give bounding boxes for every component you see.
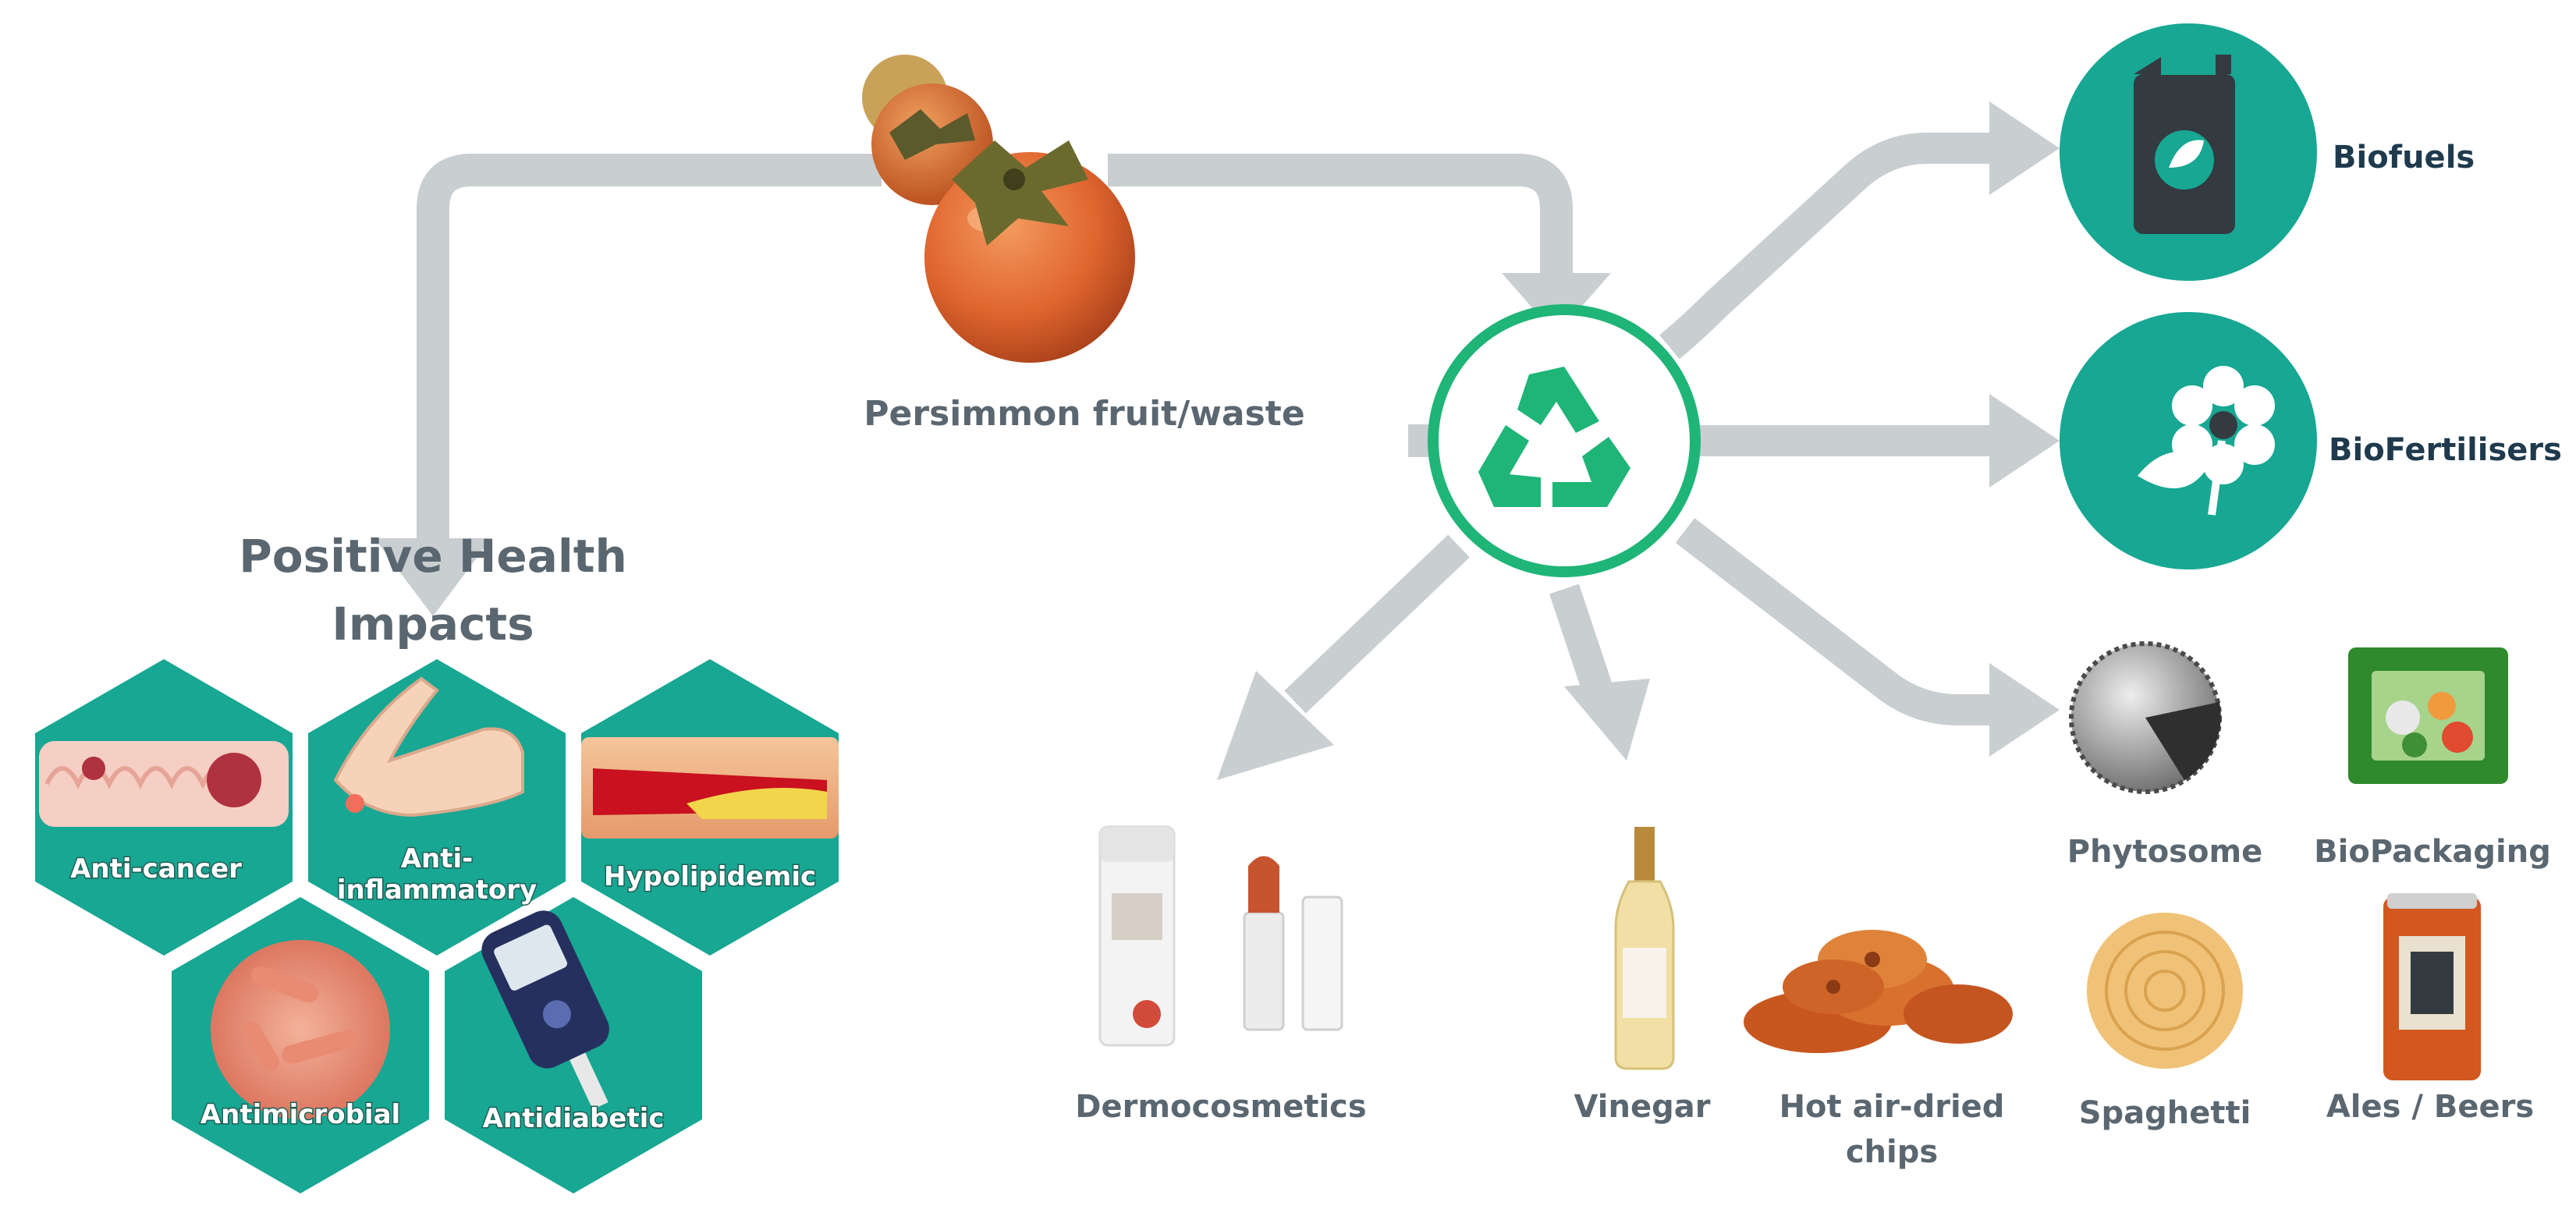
biofertilisers-label: BioFertilisers (2329, 432, 2562, 468)
health-hexagons: Anti-cancer Anti- inflammatory Hypolipid… (35, 659, 839, 1193)
flower-icon (2138, 366, 2275, 516)
arrow-to-dermocosmetics (1284, 534, 1470, 714)
fuel-can-icon (2134, 53, 2235, 234)
dermocosmetics-image (1098, 825, 1343, 1047)
hex-hypolipidemic-label: Hypolipidemic (604, 861, 816, 892)
hex-anticancer: Anti-cancer (35, 659, 293, 956)
arrowhead-phytosome (1989, 663, 2060, 757)
arrowhead-biofertilisers (1989, 394, 2060, 488)
chips-label-line2: chips (1846, 1134, 1938, 1170)
arrowhead-biofuels (1989, 101, 2060, 195)
hex-antidiabetic: Antidiabetic (445, 897, 702, 1193)
hex-anticancer-label: Anti-cancer (70, 853, 242, 885)
arrow-to-phytosome (1675, 518, 1997, 725)
vinegar-image (1614, 827, 1675, 1070)
biopackaging-label: BioPackaging (2314, 834, 2551, 870)
biofuels-label: Biofuels (2333, 140, 2475, 176)
arrow-to-health (417, 154, 882, 546)
vinegar-label: Vinegar (1574, 1089, 1711, 1125)
phytosome-label: Phytosome (2067, 834, 2263, 870)
spaghetti-image (2087, 913, 2243, 1069)
glucose-meter-icon (481, 910, 609, 1110)
biofertilisers-node: BioFertilisers (2060, 312, 2562, 569)
arrow-to-biofuels (1659, 133, 1997, 360)
arrowhead-health (374, 538, 491, 616)
hex-antiinflammatory-label-line1: Anti- (401, 843, 474, 874)
flow-arrows (417, 133, 1997, 725)
arrow-to-recycle (1108, 154, 1573, 277)
health-title-line1: Positive Health (239, 530, 627, 583)
arrowhead-vinegar (1564, 679, 1650, 761)
arrow-to-vinegar (1549, 583, 1614, 700)
recycle-icon (1478, 367, 1630, 507)
hex-antiinflammatory-label-line2: inflammatory (337, 874, 537, 906)
hex-antiinflammatory: Anti- inflammatory (308, 659, 566, 956)
phytosome-image (2069, 641, 2222, 794)
hex-antimicrobial-label: Antimicrobial (200, 1099, 400, 1130)
hex-antidiabetic-label: Antidiabetic (483, 1103, 665, 1134)
persimmon-fruit-image (862, 55, 1135, 363)
source-label: Persimmon fruit/waste (864, 394, 1304, 434)
chips-label-line1: Hot air-dried (1779, 1089, 2005, 1125)
biofuels-node: Biofuels (2060, 23, 2475, 281)
beer-can-image (2383, 893, 2481, 1080)
chips-image (1744, 930, 2013, 1053)
arrowhead-dermocosmetics (1217, 671, 1334, 780)
arrow-heads (374, 101, 2060, 780)
hex-hypolipidemic: Hypolipidemic (581, 659, 839, 956)
biopackaging-image (2348, 647, 2508, 784)
spaghetti-label: Spaghetti (2079, 1095, 2251, 1131)
hex-antimicrobial: Antimicrobial (172, 897, 429, 1193)
recycle-hub (1428, 304, 1701, 577)
dermocosmetics-label: Dermocosmetics (1075, 1089, 1366, 1125)
health-title-line2: Impacts (332, 598, 534, 651)
arrowhead-recycle (1502, 273, 1611, 335)
ales-label: Ales / Beers (2326, 1089, 2534, 1125)
